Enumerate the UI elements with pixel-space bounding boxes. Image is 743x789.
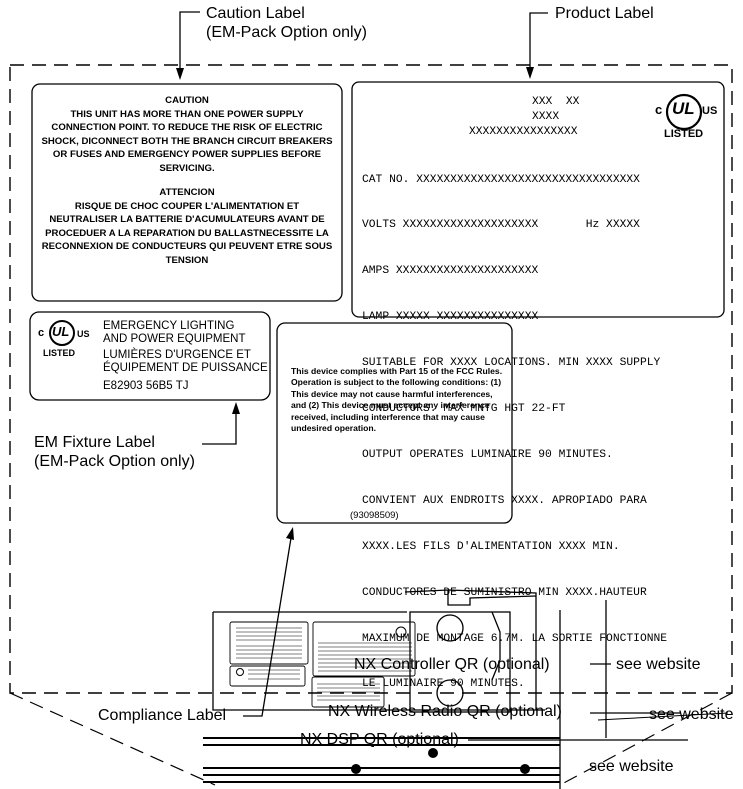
ul-mark-em: UL	[52, 324, 70, 339]
em-line-4: ÉQUIPEMENT DE PUISSANCE	[103, 362, 268, 374]
caution-label-subtitle: (EM-Pack Option only)	[206, 24, 367, 41]
leader-caution	[179, 11, 200, 70]
product-line: SUITABLE FOR XXXX LOCATIONS. MIN XXXX SU…	[362, 357, 661, 370]
caution-body-en: THIS UNIT HAS MORE THAN ONE POWER SUPPLY…	[41, 108, 333, 174]
fixture-label-text-lines	[236, 627, 412, 701]
em-line-2: AND POWER EQUIPMENT	[103, 333, 246, 345]
ul-listed-em: LISTED	[43, 348, 76, 358]
ul-logo-em	[49, 320, 75, 346]
fixture-fasteners	[351, 748, 530, 774]
ul-c-em: c	[38, 327, 45, 339]
enlarged-view-frame	[9, 64, 733, 694]
product-top-line-2: XXXX	[532, 111, 560, 123]
fcc-part-number: (93098509)	[350, 510, 399, 521]
product-line: MAXIMUM DE MONTAGE 6.7M. LA SORTIE FONCT…	[362, 632, 668, 645]
ul-us-em: US	[77, 329, 90, 339]
caution-label-callout: Caution Label (EM-Pack Option only)	[206, 4, 367, 42]
product-line: CONVIENT AUX ENDROITS XXXX. APROPIADO PA…	[362, 494, 647, 507]
product-spec-lines: CAT NO. XXXXXXXXXXXXXXXXXXXXXXXXXXXXXXXX…	[362, 142, 667, 708]
see-website-2: see website	[649, 706, 734, 723]
product-top-line-3: XXXXXXXXXXXXXXXX	[469, 126, 578, 138]
product-label-box	[351, 81, 725, 318]
arrow-product	[526, 67, 534, 79]
ul-listed-product: LISTED	[664, 128, 704, 140]
product-line: OUTPUT OPERATES LUMINAIRE 90 MINUTES.	[362, 448, 613, 461]
product-line: LAMP XXXXX XXXXXXXXXXXXXXX	[362, 311, 539, 324]
leader-product	[529, 12, 548, 69]
leader-em-fixture	[202, 412, 237, 445]
arrow-compliance	[286, 527, 294, 540]
ul-c-product: c	[655, 102, 663, 117]
ul-mark-product: UL	[672, 99, 695, 118]
compliance-label-callout: Compliance Label	[98, 707, 227, 724]
product-line: CAT NO. XXXXXXXXXXXXXXXXXXXXXXXXXXXXXXXX…	[362, 173, 640, 186]
em-fixture-label-callout: EM Fixture Label (EM-Pack Option only)	[34, 433, 195, 471]
product-line: LE LUMINAIRE 90 MINUTES.	[362, 678, 525, 691]
product-line: AMPS XXXXXXXXXXXXXXXXXXXXX	[362, 265, 539, 278]
product-line: VOLTS XXXXXXXXXXXXXXXXXXXX Hz XXXXX	[362, 219, 640, 232]
see-website-3: see website	[589, 758, 674, 775]
product-line: CONDUCTORES DE SUMINISTRO MIN XXXX.HAUTE…	[362, 586, 647, 599]
nx-dsp-qr-callout: NX DSP QR (optional)	[300, 731, 459, 748]
nx-wireless-radio-qr-callout: NX Wireless Radio QR (optional)	[328, 703, 562, 720]
caution-title-en: CAUTION	[165, 95, 209, 106]
ul-us-product: US	[702, 105, 718, 117]
projection-line-right	[559, 692, 733, 786]
caution-label-title: Caution Label	[206, 5, 305, 22]
arrow-em-fixture	[232, 402, 240, 414]
projection-line-left	[9, 692, 216, 786]
em-line-1: EMERGENCY LIGHTING	[103, 320, 235, 332]
caution-label-box	[31, 83, 343, 302]
caution-title-fr: ATTENCION	[159, 187, 215, 198]
em-fixture-label-title: EM Fixture Label	[34, 434, 155, 451]
compliance-label-box	[276, 322, 513, 524]
em-fixture-label-subtitle: (EM-Pack Option only)	[34, 453, 195, 470]
em-line-3: LUMIÈRES D'URGENCE ET	[103, 349, 251, 361]
ul-logo-product	[665, 93, 703, 131]
see-website-1: see website	[616, 656, 701, 673]
product-label-callout: Product Label	[555, 5, 654, 22]
product-line: CONDUCTORS. MAX MNTG HGT 22-FT	[362, 403, 566, 416]
nx-controller-qr-callout: NX Controller QR (optional)	[354, 656, 550, 673]
arrow-caution	[176, 68, 184, 80]
em-code: E82903 56B5 TJ	[103, 380, 189, 392]
fcc-statement: This device complies with Part 15 of the…	[291, 366, 503, 434]
em-fixture-label-box	[29, 311, 271, 401]
leader-compliance	[243, 537, 292, 717]
product-top-line-1: XXX XX	[532, 96, 580, 108]
caution-text-block: CAUTION THIS UNIT HAS MORE THAN ONE POWE…	[40, 94, 334, 267]
product-line: XXXX.LES FILS D'ALIMENTATION XXXX MIN.	[362, 540, 620, 553]
caution-body-fr: RISQUE DE CHOC COUPER L'ALIMENTATION ET …	[41, 200, 333, 266]
see-website-strike	[597, 712, 729, 721]
fixture-drawing	[203, 589, 607, 789]
